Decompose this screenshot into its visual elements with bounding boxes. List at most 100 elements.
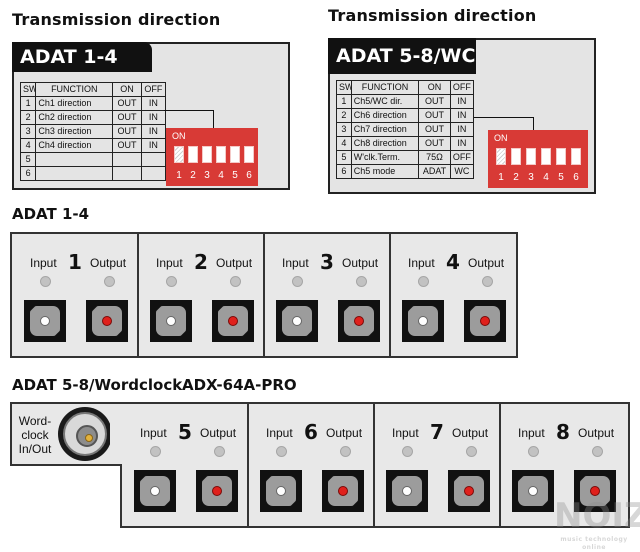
port-group-divider xyxy=(373,404,375,526)
dip-switch-number: 1 xyxy=(498,172,504,183)
output-label: Output xyxy=(342,256,379,270)
input-led-indicator xyxy=(418,276,429,287)
output-led-indicator xyxy=(592,446,603,457)
switch-table-header: SWFUNCTIONONOFF xyxy=(336,80,475,95)
port-number: 2 xyxy=(194,250,208,274)
adat58wc-tab: ADAT 5-8/WC xyxy=(328,38,476,74)
model-name: ADX-64A-PRO xyxy=(182,376,297,394)
dip-switch-number: 1 xyxy=(176,170,182,181)
port-number: 6 xyxy=(304,420,318,444)
dip-switch-5[interactable] xyxy=(230,146,240,163)
output-label: Output xyxy=(90,256,127,270)
optical-input-jack-icon[interactable] xyxy=(402,300,444,342)
input-label: Input xyxy=(518,426,545,440)
dip-switch-6[interactable] xyxy=(244,146,254,163)
switch-table-header-cell: ON xyxy=(112,82,142,97)
optical-output-jack-icon[interactable] xyxy=(338,300,380,342)
dip-switch-6[interactable] xyxy=(571,148,581,165)
dip-switch-4[interactable] xyxy=(216,146,226,163)
transmission-direction-heading-left: Transmission direction xyxy=(12,10,221,29)
dip-switch-3[interactable] xyxy=(202,146,212,163)
wordclock-label: Word- clock In/Out xyxy=(15,414,55,456)
output-label: Output xyxy=(468,256,505,270)
dip-on-label: ON xyxy=(172,131,186,141)
switch-cell-sw: 1 xyxy=(336,94,352,109)
switch-cell-on: OUT xyxy=(112,110,142,125)
input-led-indicator xyxy=(150,446,161,457)
optical-input-jack-icon[interactable] xyxy=(386,470,428,512)
switch-cell-off: IN xyxy=(449,108,475,123)
optical-input-jack-icon[interactable] xyxy=(150,300,192,342)
switch-cell-sw: 3 xyxy=(19,124,37,139)
switch-cell-function xyxy=(35,152,114,167)
optical-output-jack-icon[interactable] xyxy=(574,470,616,512)
output-label: Output xyxy=(578,426,615,440)
dip-switch-number: 5 xyxy=(232,170,238,181)
input-label: Input xyxy=(392,426,419,440)
output-label: Output xyxy=(216,256,253,270)
output-led-indicator xyxy=(230,276,241,287)
wordclock-label-line3: In/Out xyxy=(18,442,52,456)
switch-cell-function: Ch7 direction xyxy=(350,122,420,137)
dip-switch-1[interactable] xyxy=(174,146,184,163)
switch-cell-on: OUT xyxy=(112,96,142,111)
optical-output-jack-icon[interactable] xyxy=(464,300,506,342)
dip-switch-3[interactable] xyxy=(526,148,536,165)
optical-input-jack-icon[interactable] xyxy=(134,470,176,512)
table-to-dip-connector xyxy=(164,110,214,128)
wordclock-label-line1: Word- xyxy=(18,414,52,428)
input-led-indicator xyxy=(40,276,51,287)
switch-cell-sw: 5 xyxy=(336,150,352,165)
wordclock-label-line2: clock xyxy=(21,428,49,442)
dip-switch-1[interactable] xyxy=(496,148,506,165)
adat-port-group-4: Input 4 Output xyxy=(390,234,516,356)
switch-cell-sw: 6 xyxy=(19,166,37,181)
optical-input-jack-icon[interactable] xyxy=(260,470,302,512)
switch-cell-off xyxy=(140,152,167,167)
port-number: 4 xyxy=(446,250,460,274)
dip-switch-number: 2 xyxy=(190,170,196,181)
switch-cell-function: Ch5 mode xyxy=(350,164,420,179)
port-number: 3 xyxy=(320,250,334,274)
noiz-watermark-logo: NOIZ music technology online xyxy=(554,496,640,551)
wordclock-seam xyxy=(110,404,124,464)
optical-output-jack-icon[interactable] xyxy=(448,470,490,512)
input-label: Input xyxy=(140,426,167,440)
port-group-divider xyxy=(389,234,391,356)
optical-output-jack-icon[interactable] xyxy=(196,470,238,512)
output-label: Output xyxy=(200,426,237,440)
input-label: Input xyxy=(30,256,57,270)
optical-input-jack-icon[interactable] xyxy=(24,300,66,342)
switch-table-header-cell: ON xyxy=(418,80,451,95)
dip-switch-number: 2 xyxy=(513,172,519,183)
output-led-indicator xyxy=(466,446,477,457)
input-label: Input xyxy=(408,256,435,270)
dip-switch-2[interactable] xyxy=(188,146,198,163)
dip-switch-number: 5 xyxy=(558,172,564,183)
switch-cell-on: OUT xyxy=(112,138,142,153)
dip-switch-5[interactable] xyxy=(556,148,566,165)
optical-input-jack-icon[interactable] xyxy=(276,300,318,342)
switch-cell-off: IN xyxy=(140,110,167,125)
dip-switch-4[interactable] xyxy=(541,148,551,165)
switch-cell-on: OUT xyxy=(418,136,451,151)
switch-cell-off: IN xyxy=(449,136,475,151)
optical-input-jack-icon[interactable] xyxy=(512,470,554,512)
switch-cell-sw: 4 xyxy=(336,136,352,151)
switch-table-header-cell: FUNCTION xyxy=(35,82,114,97)
optical-output-jack-icon[interactable] xyxy=(86,300,128,342)
adat58-section-heading: ADAT 5-8/Wordclock xyxy=(12,376,183,394)
dip-switch-2[interactable] xyxy=(511,148,521,165)
switch-cell-sw: 1 xyxy=(19,96,37,111)
optical-output-jack-icon[interactable] xyxy=(322,470,364,512)
optical-output-jack-icon[interactable] xyxy=(212,300,254,342)
